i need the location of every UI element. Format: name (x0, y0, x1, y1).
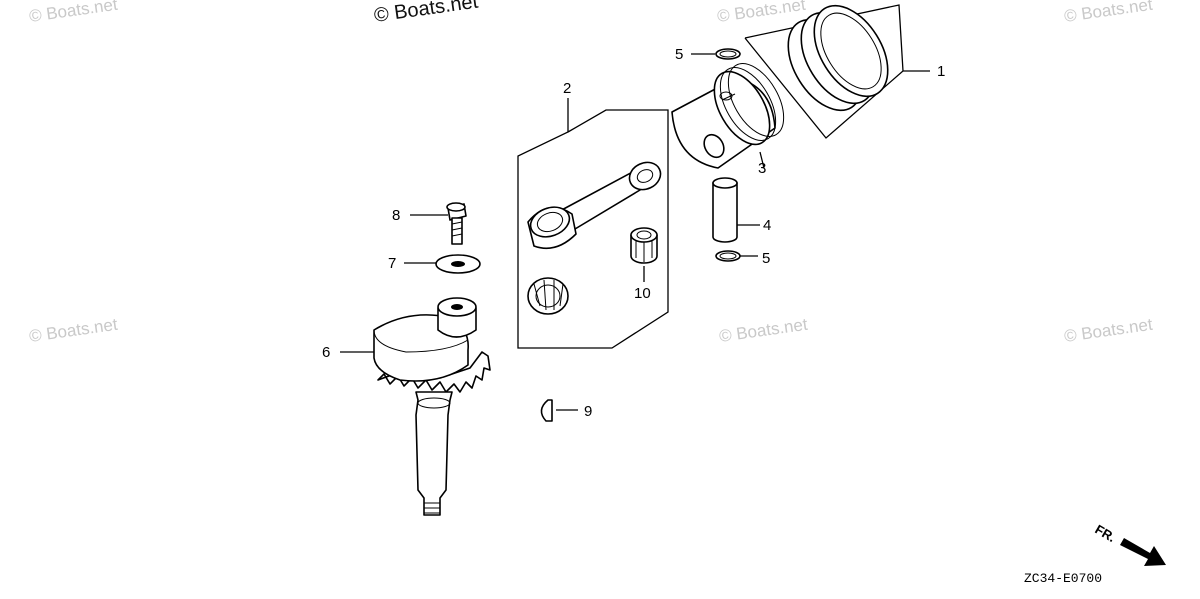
crankshaft (373, 297, 491, 516)
callout-2: 2 (563, 80, 571, 97)
crank-needle-bearing (527, 277, 569, 315)
watermark: © Boats.net (718, 315, 809, 346)
callout-8: 8 (392, 207, 400, 224)
woodruff-key (540, 399, 553, 422)
front-direction-indicator: FR. (1093, 522, 1166, 566)
front-label: FR. (1093, 522, 1119, 545)
watermark: © Boats.net (28, 315, 119, 346)
callout-9: 9 (584, 403, 592, 420)
callout-3: 3 (758, 160, 766, 177)
callout-4: 4 (763, 217, 771, 234)
needle-bearing (630, 227, 658, 264)
callout-1: 1 (937, 63, 945, 80)
callout-5-upper: 5 (675, 46, 683, 63)
connecting-rod-bracket (517, 98, 669, 349)
watermark: © Boats.net (716, 0, 807, 26)
callout-10: 10 (634, 285, 651, 302)
watermark: © Boats.net (1063, 0, 1154, 26)
callout-7: 7 (388, 255, 396, 272)
watermark: © Boats.net (28, 0, 119, 26)
bolt (446, 202, 467, 245)
piston (671, 63, 785, 169)
callout-6: 6 (322, 344, 330, 361)
leader-line (759, 151, 765, 169)
piston-pin (712, 177, 738, 243)
front-arrow-icon (1120, 538, 1166, 566)
piston-ring-set (744, 4, 904, 139)
watermark: © Boats.net (1063, 315, 1154, 346)
watermark-main: © Boats.net (373, 0, 480, 27)
diagram-code: ZC34-E0700 (1024, 571, 1102, 586)
connecting-rod (527, 161, 662, 250)
washer (435, 254, 481, 274)
callout-5-lower: 5 (762, 250, 770, 267)
